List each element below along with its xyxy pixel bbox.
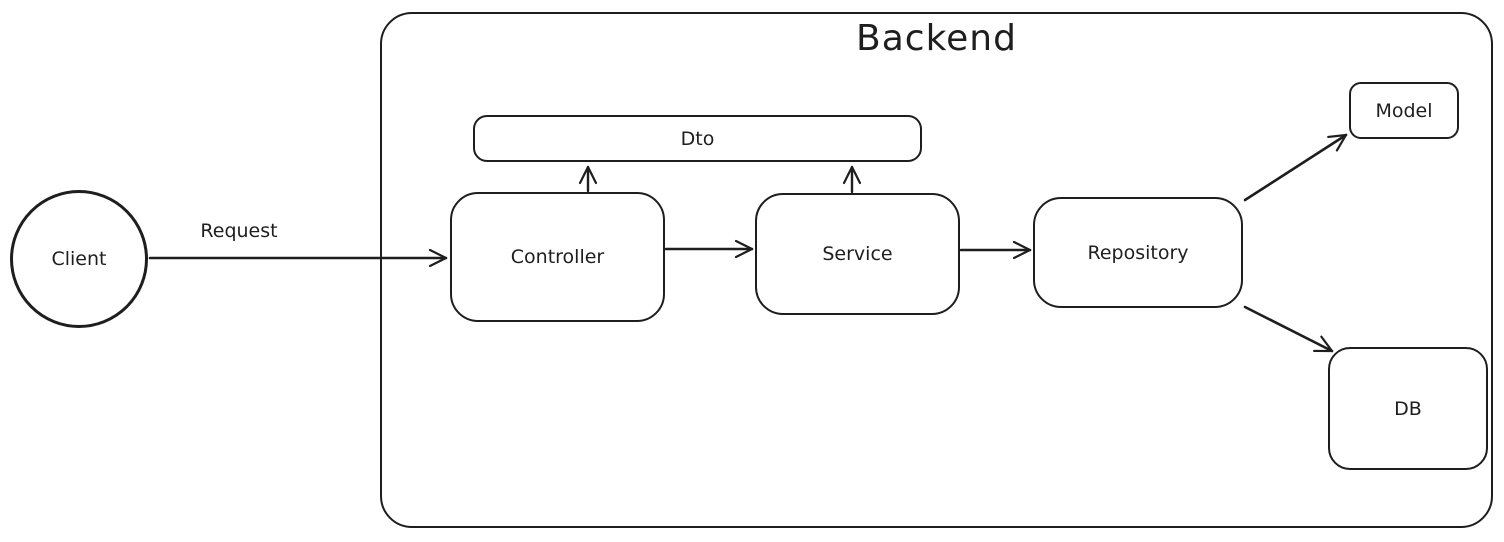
node-client: Client (10, 190, 148, 328)
node-dto: Dto (473, 115, 922, 162)
node-controller: Controller (450, 192, 665, 322)
node-repository: Repository (1033, 197, 1243, 308)
node-db: DB (1328, 347, 1488, 470)
node-dto-label: Dto (680, 127, 715, 150)
edge-label-request: Request (200, 220, 278, 242)
arrow-repository-to-model (1243, 133, 1348, 202)
node-model-label: Model (1375, 99, 1433, 122)
node-client-label: Client (51, 248, 107, 270)
backend-container: Backend (380, 12, 1493, 528)
arrow-repository-to-db (1243, 305, 1334, 353)
node-service: Service (755, 193, 960, 315)
node-db-label: DB (1394, 397, 1422, 420)
node-repository-label: Repository (1087, 241, 1189, 264)
node-model: Model (1349, 82, 1459, 139)
node-controller-label: Controller (510, 246, 605, 268)
node-service-label: Service (822, 243, 893, 265)
backend-title: Backend (856, 18, 1017, 59)
